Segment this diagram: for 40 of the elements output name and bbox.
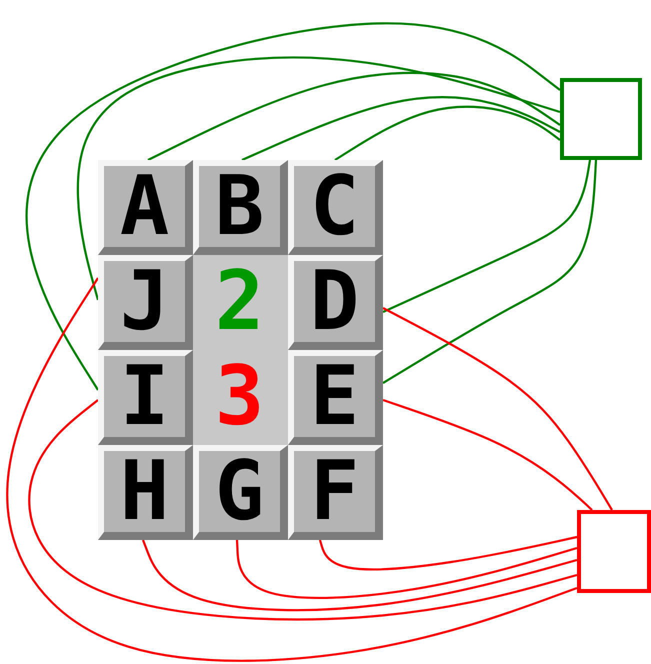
letter-tile bbox=[193, 160, 288, 255]
connector-line bbox=[318, 536, 578, 570]
empty-box bbox=[560, 78, 642, 160]
letter-tile bbox=[193, 445, 288, 540]
connector-line bbox=[382, 307, 613, 511]
tile-character: 3 bbox=[214, 356, 264, 438]
letter-tile bbox=[98, 445, 193, 540]
letter-tile bbox=[193, 255, 288, 350]
tile-character: F bbox=[310, 450, 360, 532]
letter-tile bbox=[288, 445, 383, 540]
connector-line bbox=[382, 160, 598, 384]
connector-line bbox=[148, 72, 561, 161]
tile-character: J bbox=[120, 260, 170, 342]
connector-line bbox=[236, 540, 578, 599]
letter-tile bbox=[98, 350, 193, 445]
tile-character: A bbox=[120, 166, 170, 248]
tile-character: I bbox=[120, 356, 170, 438]
letter-tile bbox=[98, 160, 193, 255]
letter-tile bbox=[288, 160, 383, 255]
connector-line bbox=[334, 106, 561, 161]
connector-line bbox=[76, 56, 560, 300]
empty-box bbox=[577, 510, 651, 593]
connector-line bbox=[28, 399, 578, 620]
tile-character: H bbox=[120, 450, 170, 532]
tile-character: 2 bbox=[214, 260, 264, 342]
letter-tile bbox=[288, 350, 383, 445]
letter-tile bbox=[193, 350, 288, 445]
tile-character: B bbox=[214, 166, 264, 248]
connector-line bbox=[6, 277, 578, 662]
letter-tile bbox=[288, 255, 383, 350]
connector-line bbox=[142, 540, 578, 612]
tile-character: E bbox=[310, 356, 360, 438]
connector-line bbox=[242, 96, 561, 161]
tile-character: G bbox=[214, 450, 264, 532]
connector-line bbox=[382, 160, 592, 313]
connector-line bbox=[382, 398, 593, 511]
tile-character: C bbox=[310, 166, 360, 248]
letter-tile bbox=[98, 255, 193, 350]
connector-line bbox=[26, 22, 561, 391]
tile-character: D bbox=[310, 260, 360, 342]
